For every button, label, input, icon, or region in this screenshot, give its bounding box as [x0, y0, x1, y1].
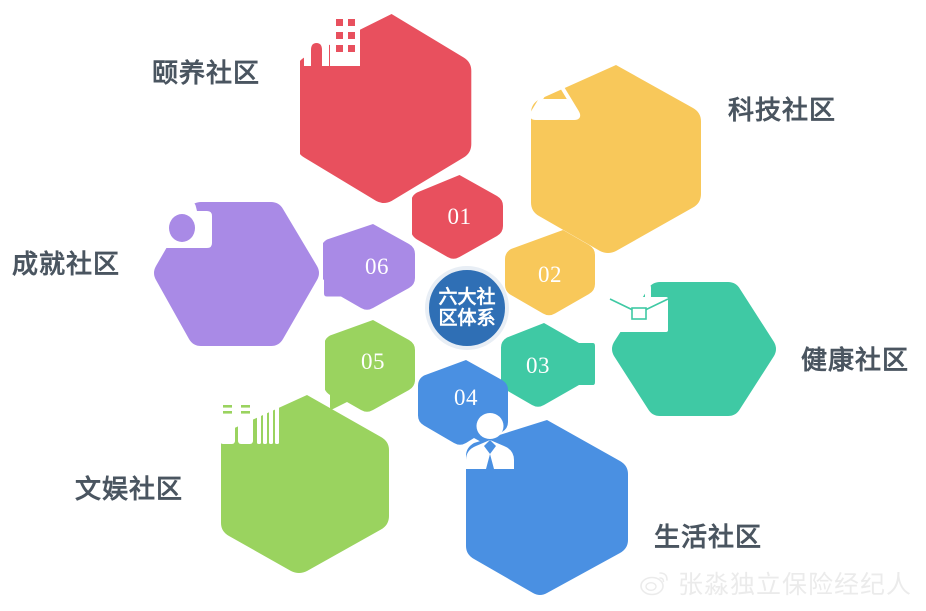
hexagon-shape-02 [531, 65, 701, 253]
center-text-line2: 区体系 [438, 308, 496, 329]
badge-hexagon-05[interactable]: 05 [325, 318, 421, 412]
badge-shape-01 [412, 175, 503, 259]
badge-shape-04 [418, 360, 508, 450]
watermark-text: 张淼独立保险经纪人 [677, 571, 912, 599]
label-03: 健康社区 [801, 345, 910, 375]
hexagon-node-02[interactable] [527, 62, 705, 254]
hexagon-node-06[interactable] [151, 200, 323, 350]
badge-shape-06 [323, 224, 415, 310]
badge-shape-02 [505, 230, 595, 316]
watermark: 张淼独立保险经纪人 [640, 565, 912, 601]
hexagon-shape-06 [154, 202, 319, 346]
badge-shape-05 [325, 320, 415, 412]
badge-hexagon-01[interactable]: 01 [412, 172, 507, 260]
badge-hexagon-04[interactable]: 04 [418, 358, 514, 450]
weibo-icon [640, 572, 668, 596]
label-02: 科技社区 [728, 95, 837, 125]
hexagon-shape-05 [221, 395, 389, 573]
hexagon-node-05[interactable] [218, 392, 396, 575]
hexagon-shape-03 [612, 282, 776, 416]
label-01: 颐养社区 [152, 58, 261, 88]
label-05: 文娱社区 [75, 474, 184, 504]
label-06: 成就社区 [12, 249, 121, 279]
center-text: 六大社 区体系 [436, 287, 498, 329]
center-circle[interactable]: 六大社 区体系 [425, 266, 509, 350]
center-text-line1: 六大社 [438, 287, 496, 308]
badge-shape-03 [501, 323, 595, 407]
label-04: 生活社区 [654, 522, 763, 552]
badge-hexagon-02[interactable]: 02 [503, 229, 597, 316]
badge-hexagon-06[interactable]: 06 [323, 222, 421, 310]
hexagon-node-03[interactable] [608, 280, 780, 420]
